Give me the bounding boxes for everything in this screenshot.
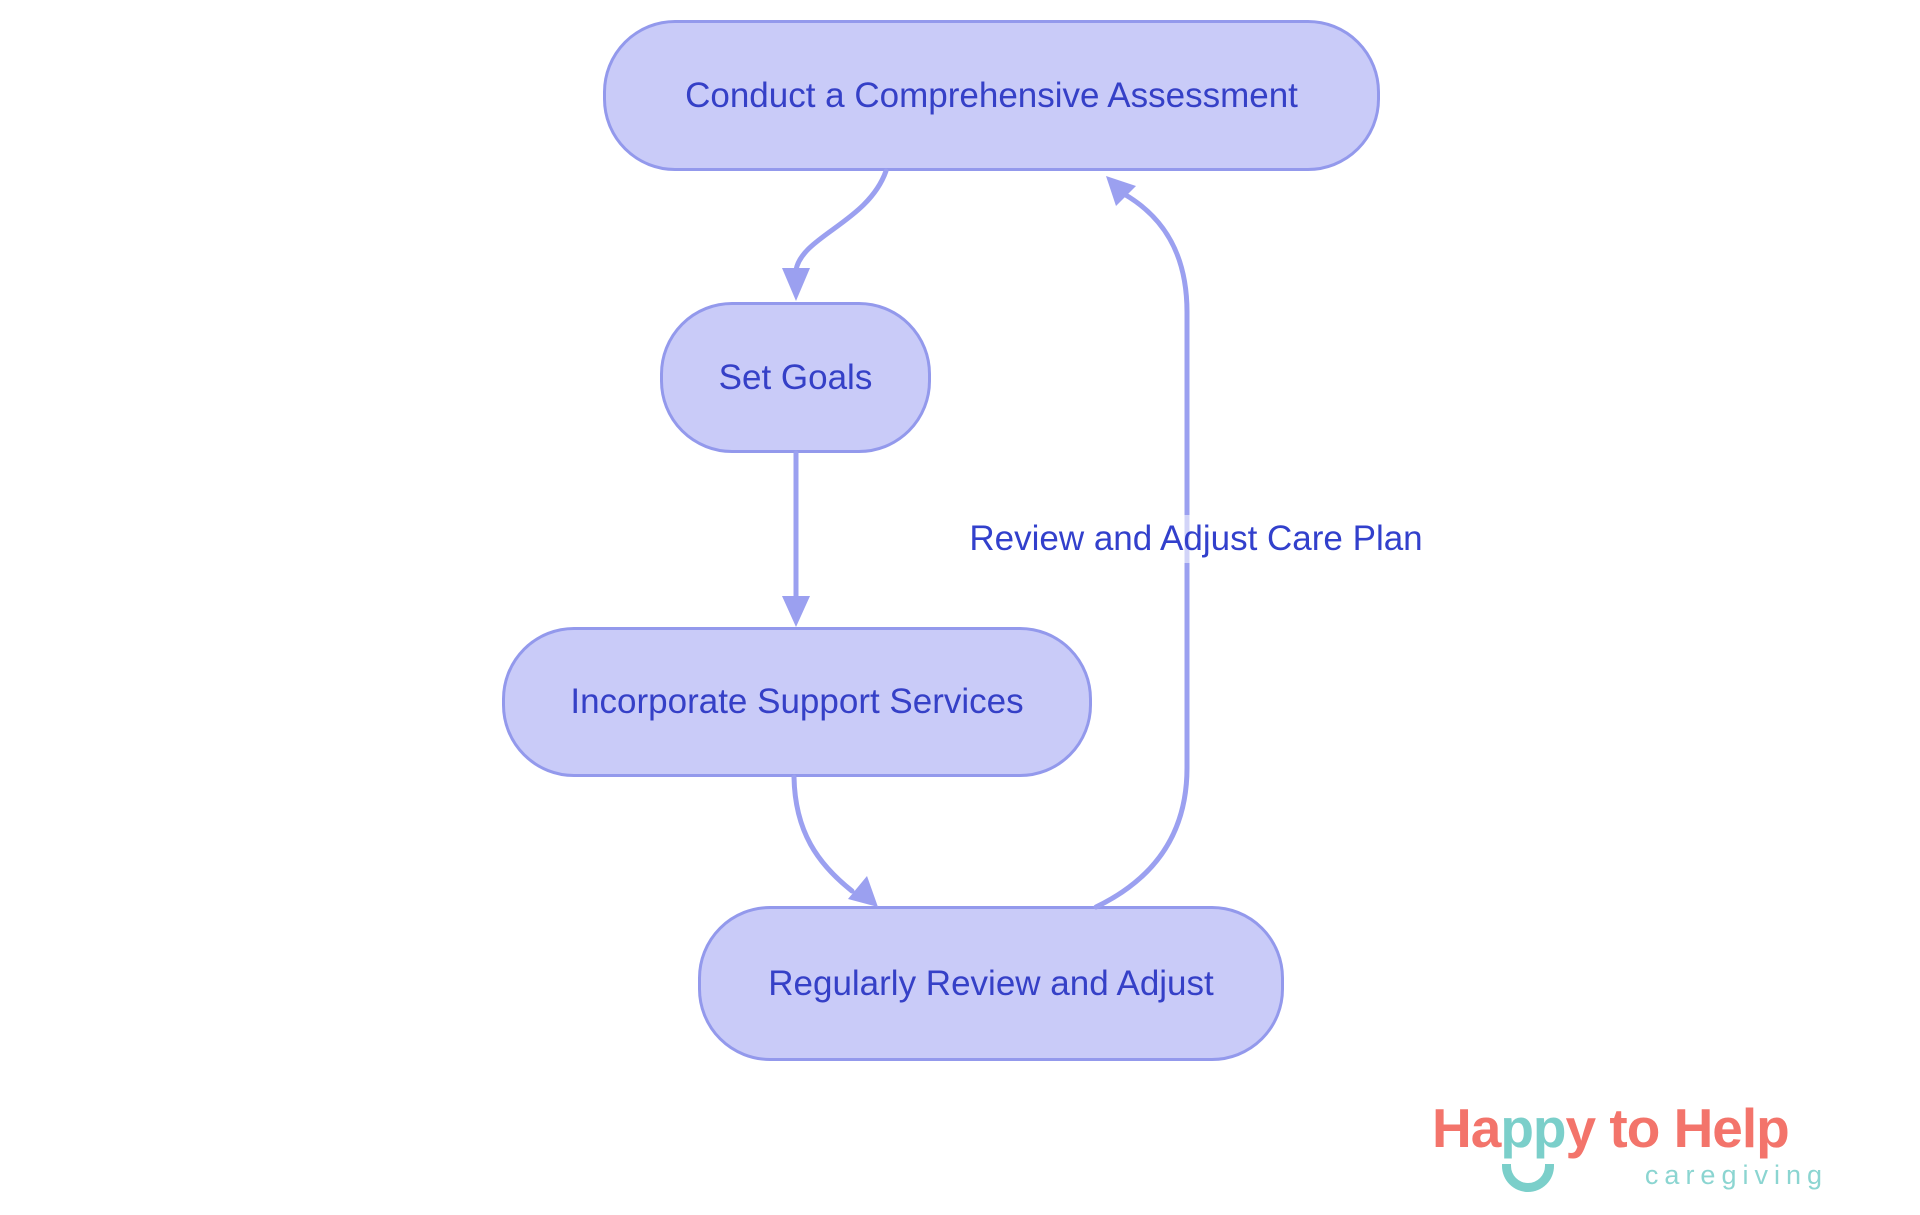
arrowhead-down-right-icon [848,876,878,907]
node-label: Set Goals [718,357,873,397]
node-set-goals: Set Goals [660,302,931,453]
smile-icon [1502,1164,1555,1192]
logo-tagline: caregiving [1644,1160,1828,1190]
node-incorporate-support-services: Incorporate Support Services [502,627,1092,777]
logo-text-coral: Ha [1432,1097,1501,1159]
node-regularly-review-and-adjust: Regularly Review and Adjust [698,906,1284,1061]
logo-text-teal: pp [1500,1098,1567,1192]
node-label: Regularly Review and Adjust [768,963,1214,1003]
node-label: Conduct a Comprehensive Assessment [685,75,1298,115]
edge-label-text: Review and Adjust Care Plan [969,519,1423,558]
edge-label-review-and-adjust-care-plan: Review and Adjust Care Plan [946,515,1446,563]
logo-text-coral: y to Help [1565,1097,1790,1159]
arrowhead-down-icon [782,268,810,301]
node-conduct-comprehensive-assessment: Conduct a Comprehensive Assessment [603,20,1380,171]
edge-assessment-to-goals [793,168,889,273]
node-label: Incorporate Support Services [570,682,1024,721]
arrowhead-up-left-icon [1106,176,1136,206]
edge-support-to-review [791,774,855,894]
arrowhead-down-icon [782,596,810,627]
